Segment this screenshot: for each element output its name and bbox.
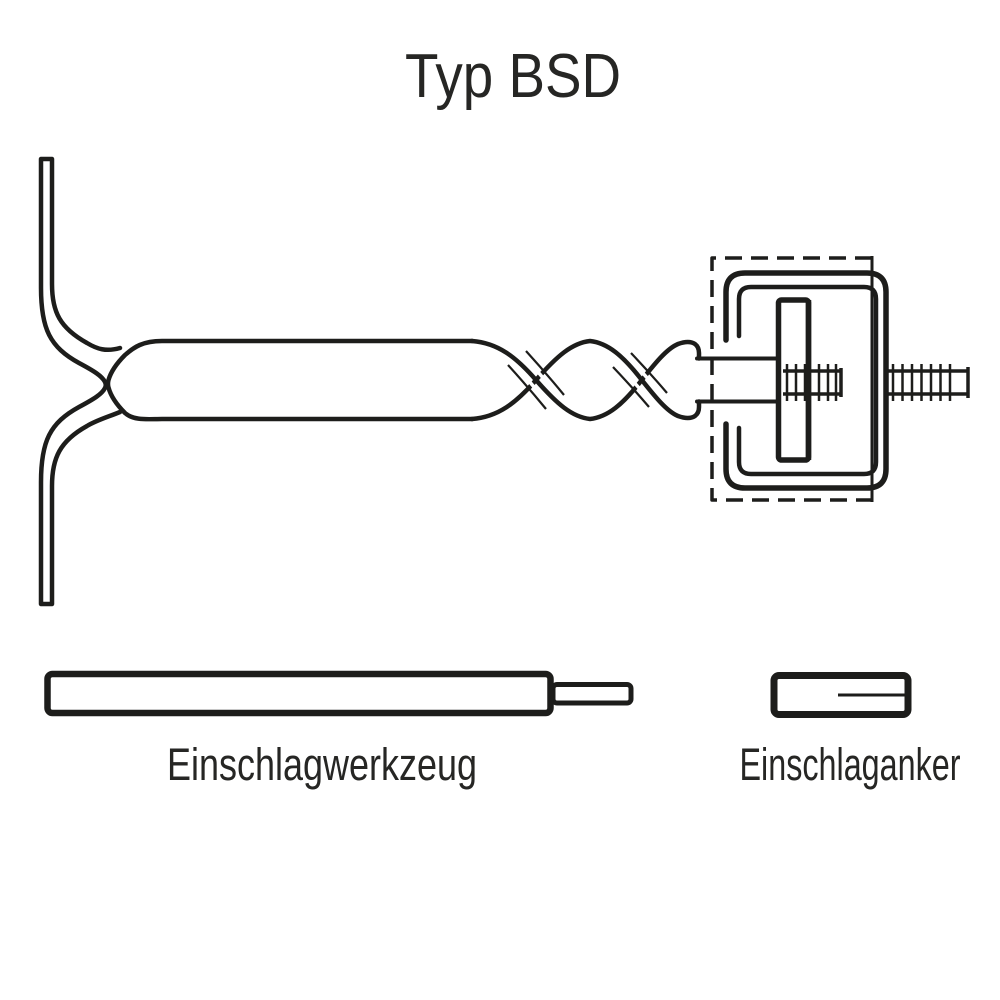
drive-in-anchor-label: Einschlaganker [740,739,961,790]
twist-crossing-detail-2 [612,352,668,408]
text-layer: Typ BSD Einschlagwerkzeug Einschlaganker [167,42,961,790]
thread-marks-inner [785,364,838,401]
anchor-position-dashed-outline [710,256,872,502]
threaded-bolt-inner [783,364,843,401]
driving-tool-tip [550,682,634,706]
bracket-inner-profile [736,284,879,477]
twist-crossing-detail-1 [507,350,565,410]
page-title: Typ BSD [405,42,621,111]
bracket-outer-profile [723,270,889,491]
twisted-wire-strand-b [469,338,702,422]
driving-tool-label: Einschlagwerkzeug [167,739,477,790]
anchor-sleeve-body [105,338,475,422]
threaded-bolt-outer [888,364,970,401]
wall-plate [38,156,123,607]
thread-marks-outer [891,364,952,401]
line-art [38,156,970,718]
driving-tool-body [44,670,554,717]
